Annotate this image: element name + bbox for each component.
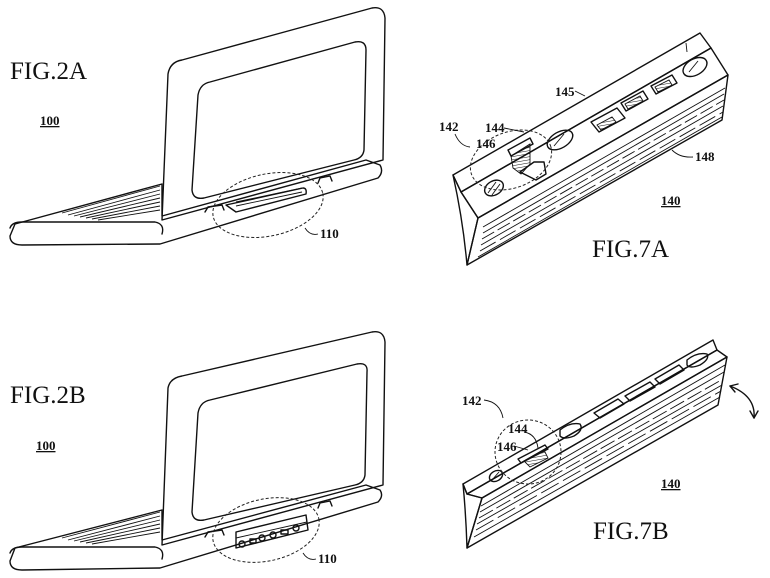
usb-port xyxy=(650,74,678,95)
hinge-notch xyxy=(204,529,225,538)
ref-label-region: 142 xyxy=(462,393,482,408)
round-port xyxy=(292,524,300,532)
round-port xyxy=(488,469,504,483)
keyboard xyxy=(61,511,161,545)
keyboard xyxy=(61,185,161,221)
callout-ellipse xyxy=(212,497,320,563)
round-port xyxy=(546,129,574,151)
callout-ellipse xyxy=(494,419,562,485)
module-end xyxy=(462,483,483,549)
curved-double-arrow-icon xyxy=(729,383,759,419)
leader-line xyxy=(483,399,504,419)
latch-cap xyxy=(507,137,534,157)
hinge-notch xyxy=(204,204,225,213)
ref-label-port-region: 110 xyxy=(318,551,337,566)
laptop-lid xyxy=(161,7,386,221)
leader-line xyxy=(503,127,525,133)
ref-label-module: 140 xyxy=(661,193,681,208)
laptop-base xyxy=(9,159,383,246)
figure-title: FIG.7B xyxy=(593,518,669,545)
port-module-drawing xyxy=(452,32,729,266)
round-port xyxy=(559,422,582,439)
module-port-face xyxy=(466,349,728,499)
round-port xyxy=(258,534,266,542)
round-port xyxy=(269,531,277,539)
port-module-drawing xyxy=(462,339,728,549)
side-stripes xyxy=(477,87,726,258)
ethernet-port xyxy=(593,398,625,419)
figure-title: FIG.7A xyxy=(592,236,669,263)
latch-cap xyxy=(517,444,549,464)
ref-label-part-b: 145 xyxy=(555,84,575,99)
leader-line xyxy=(671,149,694,158)
callout-ellipse xyxy=(469,129,553,191)
hinge-notch xyxy=(317,500,333,509)
ethernet-port xyxy=(590,107,626,133)
latch-spring xyxy=(523,449,549,468)
ref-label-device: 100 xyxy=(36,438,56,453)
round-port xyxy=(483,179,505,197)
laptop-lid xyxy=(161,331,386,546)
figure-title: FIG.2B xyxy=(10,382,86,409)
figure-2b: FIG.2B 100 xyxy=(9,331,386,571)
laptop-drawing xyxy=(9,331,386,571)
module-top-edge xyxy=(452,32,712,193)
figure-7b: 142 144 146 140 FIG.7B xyxy=(462,339,759,549)
laptop-screen xyxy=(191,40,367,200)
ref-label-part-a: 144 xyxy=(508,421,528,436)
figure-2a: FIG.2A 100 xyxy=(9,7,386,246)
ref-label-port-region: 110 xyxy=(320,226,339,241)
leader-line xyxy=(523,431,539,449)
leader-line xyxy=(454,133,471,148)
usb-port xyxy=(624,381,656,402)
callout-ellipse xyxy=(212,172,324,238)
usb-port xyxy=(280,529,289,535)
leader-line xyxy=(513,445,529,451)
laptop-base xyxy=(9,484,383,571)
laptop-drawing xyxy=(9,7,386,246)
leader-line xyxy=(574,90,586,97)
latch-base xyxy=(519,161,547,181)
side-stripes xyxy=(473,364,726,538)
module-end xyxy=(452,174,479,266)
ref-label-device: 100 xyxy=(40,113,60,128)
figure-7a: 142 144 145 146 148 140 FIG.7A xyxy=(439,32,729,266)
exposed-port-module xyxy=(235,514,309,549)
ref-label-part-c: 146 xyxy=(497,439,517,454)
latch-spring xyxy=(510,143,531,175)
ref-label-surface: 148 xyxy=(695,149,715,164)
figure-title: FIG.2A xyxy=(10,58,87,85)
round-port xyxy=(682,56,708,78)
port-row xyxy=(238,524,300,548)
ref-label-module: 140 xyxy=(661,476,681,491)
laptop-base-front xyxy=(9,546,164,560)
round-port xyxy=(686,352,709,368)
usb-port xyxy=(620,90,649,112)
ref-label-part-c: 146 xyxy=(476,136,496,151)
ref-label-part-a: 144 xyxy=(485,120,505,135)
port-slot xyxy=(225,187,307,213)
leader-line xyxy=(304,227,319,235)
round-port xyxy=(238,540,246,548)
usb-port xyxy=(654,364,685,385)
leader-line xyxy=(302,552,317,560)
hinge-notch xyxy=(317,175,333,184)
ref-label-region: 142 xyxy=(439,119,459,134)
laptop-screen xyxy=(191,362,368,522)
laptop-base-front xyxy=(9,221,164,235)
ethernet-port xyxy=(249,538,257,544)
